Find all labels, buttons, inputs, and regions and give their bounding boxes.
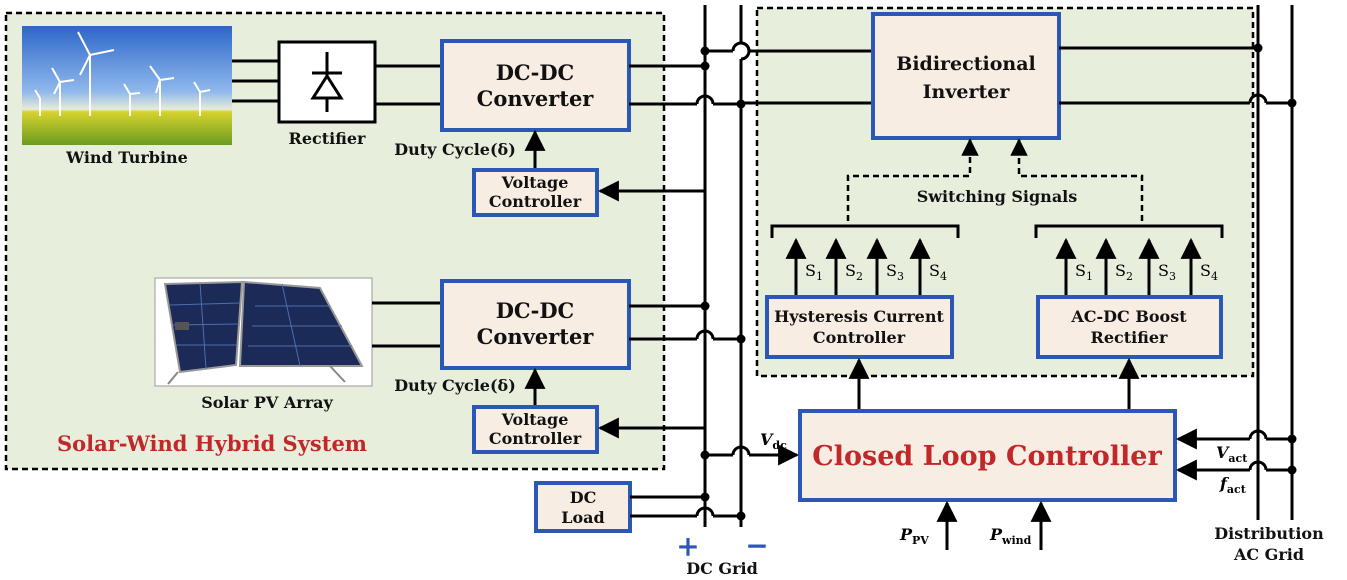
switching-signals-label: Switching Signals (917, 187, 1078, 206)
right-signal-s2: S2 (1115, 261, 1133, 283)
dc-grid-label: DC Grid (686, 559, 758, 578)
wind-duty-cycle-label: Duty Cycle(δ) (394, 140, 516, 159)
solar-voltage-ctrl-line1: Voltage (501, 410, 569, 429)
fact-label: fact (1219, 474, 1247, 496)
dc-load (534, 481, 632, 533)
wind-voltage-ctrl-line2: Controller (489, 192, 582, 211)
solar-voltage-ctrl-line2: Controller (489, 429, 582, 448)
right-signal-s4: S4 (1200, 261, 1218, 283)
solar-voltage-controller (472, 405, 599, 454)
vdc-label: Vdc (760, 430, 787, 452)
left-signal-s3: S3 (886, 261, 904, 283)
solar-duty-cycle-label: Duty Cycle(δ) (394, 376, 516, 395)
wind-turbine-label: Wind Turbine (65, 148, 188, 167)
boost-line2: Rectifier (1091, 328, 1169, 347)
wind-converter-line1: DC-DC (496, 60, 575, 85)
hysteresis-line1: Hysteresis Current (774, 307, 944, 326)
solar-pv-image (154, 277, 373, 387)
ac-grid-line2: AC Grid (1233, 545, 1304, 564)
right-signal-s3: S3 (1158, 261, 1176, 283)
ac-dc-boost-rectifier (1036, 295, 1223, 359)
dc-load-line2: Load (561, 508, 604, 527)
ac-grid-line1: Distribution (1214, 524, 1324, 543)
bidirectional-inverter (871, 12, 1061, 140)
diode-icon (310, 52, 344, 112)
solar-converter-line2: Converter (477, 324, 595, 349)
closed-loop-controller (798, 409, 1177, 502)
hybrid-system-title: Solar-Wind Hybrid System (57, 431, 367, 456)
solar-pv-label: Solar PV Array (201, 393, 333, 412)
boost-line1: AC-DC Boost (1070, 307, 1187, 326)
left-signal-s4: S4 (929, 261, 947, 283)
dc-plus-sign: + (676, 530, 699, 563)
left-signal-s2: S2 (845, 261, 863, 283)
wind-turbine-image (22, 26, 232, 145)
pwind-label: Pwind (989, 525, 1032, 547)
closed-loop-controller-title: Closed Loop Controller (812, 441, 1162, 472)
solar-dcdc-converter (440, 279, 631, 370)
inverter-line2: Inverter (923, 81, 1011, 103)
wind-voltage-controller (472, 168, 599, 217)
ppv-label: PPV (899, 525, 929, 547)
hysteresis-current-controller (765, 295, 954, 359)
dc-minus-sign: − (745, 529, 768, 562)
dc-load-line1: DC (570, 488, 597, 507)
vact-label: Vact (1216, 443, 1248, 465)
rectifier-label: Rectifier (289, 129, 367, 148)
dc-grid-bus (703, 5, 751, 527)
inverter-line1: Bidirectional (896, 53, 1035, 75)
wind-converter-line2: Converter (477, 86, 595, 111)
hysteresis-line2: Controller (813, 328, 906, 347)
left-signal-s1: S1 (805, 261, 823, 283)
solar-converter-line1: DC-DC (496, 298, 575, 323)
wind-voltage-ctrl-line1: Voltage (501, 173, 569, 192)
right-signal-s1: S1 (1075, 261, 1093, 283)
ac-grid-bus (1256, 5, 1294, 520)
